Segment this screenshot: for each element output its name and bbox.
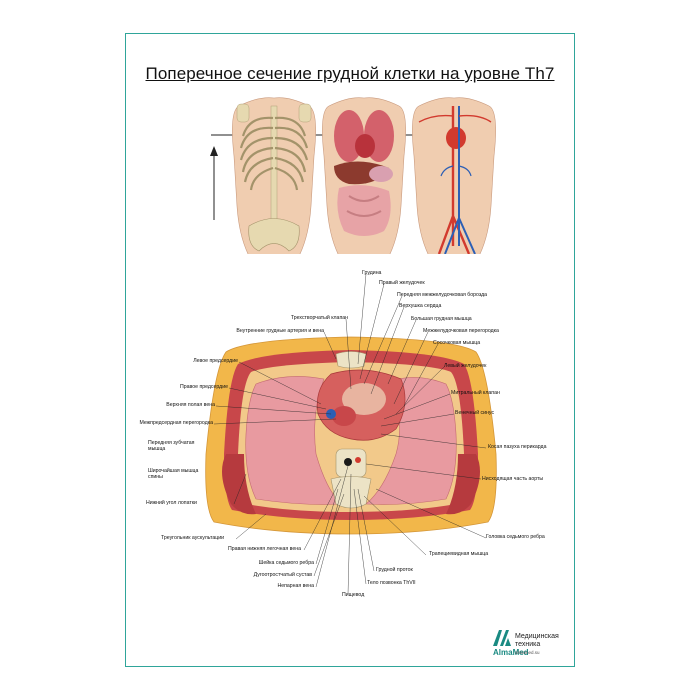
label-grudina: Грудина [362, 270, 382, 276]
label-verhushka: Верхушка сердца [399, 303, 442, 309]
brand-line2: техника [515, 641, 541, 648]
label-telo-pozvonka: Тело позвонка ThVII [367, 580, 416, 586]
brand-block: AlmaMed Медицинская техника almamed.su [493, 630, 583, 660]
label-pishevod: Пищевод [342, 592, 365, 598]
brand-line1: Медицинская [515, 633, 559, 640]
up-arrow-icon [210, 146, 218, 220]
poster-frame: Поперечное сечение грудной клетки на уро… [125, 33, 575, 667]
torso-organs [322, 97, 406, 254]
thorax-cross-section [205, 273, 497, 595]
label-venechny: Венечный синус [455, 410, 495, 416]
label-mezhpredserd: Межпредсердная перегородка [139, 420, 213, 426]
torso-skeleton [232, 97, 316, 254]
label-pravoe-predserdie: Правое предсердие [180, 384, 228, 390]
label-lev-zheludochek: Левый желудочек [444, 363, 487, 369]
label-neparnaya: Непарная вена [277, 583, 314, 589]
leader-lines [213, 273, 487, 595]
label-levoe-predserdie: Левое предсердие [193, 358, 238, 364]
label-sheika: Шейка седьмого ребра [258, 560, 314, 566]
label-golovka: Головка седьмого ребра [486, 534, 545, 540]
torso-illustrations [210, 97, 496, 254]
label-trapeciya: Трапециевидная мышца [429, 551, 489, 557]
sternum [335, 351, 367, 369]
label-verhnyaya-polaya: Верхняя полая вена [166, 402, 215, 408]
label-dugootrostch: Дугоотростчатый сустав [253, 572, 312, 578]
label-bolshaya-grud: Большая грудная мышца [411, 316, 472, 322]
spine [330, 448, 372, 509]
label-vnutr-grud: Внутренние грудные артерия и вена [236, 328, 324, 334]
almamed-logo-icon [493, 630, 511, 646]
label-mitralny: Митральный клапан [451, 390, 500, 396]
page-title: Поперечное сечение грудной клетки на уро… [145, 64, 555, 83]
heart [316, 369, 406, 441]
label-nishodyashaya: Нисходящая часть аорты [482, 476, 544, 482]
back-muscles [222, 454, 480, 515]
label-nizhny-ugol: Нижний угол лопатки [146, 500, 197, 506]
label-perednyaya-borozda: Передняя межжелудочковая борозда [397, 292, 488, 298]
label-trehstvorch: Трехстворчатый клапан [290, 315, 348, 321]
label-prav-nizh-legochnaya: Правая нижняя легочная вена [228, 546, 301, 552]
label-kosaya-pazuha: Косая пазуха перикарда [488, 444, 547, 450]
label-sosochkovaya: Сосочковая мышца [433, 340, 481, 346]
label-grudnoi-protok: Грудной проток [376, 567, 413, 573]
label-shirochaishaya: Широчайшая мышца спины [148, 468, 199, 480]
label-prav-zheludochek: Правый желудочек [379, 280, 425, 286]
label-mezhzhel-peregorodka: Межжелудочковая перегородка [423, 328, 499, 334]
brand-site: almamed.su [515, 650, 540, 655]
brand-name: AlmaMed [493, 648, 529, 657]
label-treugolnik: Треугольник аускультации [161, 535, 224, 541]
torso-vessels [412, 97, 496, 254]
label-perednyaya-zubch: Передняя зубчатая мышца [148, 440, 195, 452]
